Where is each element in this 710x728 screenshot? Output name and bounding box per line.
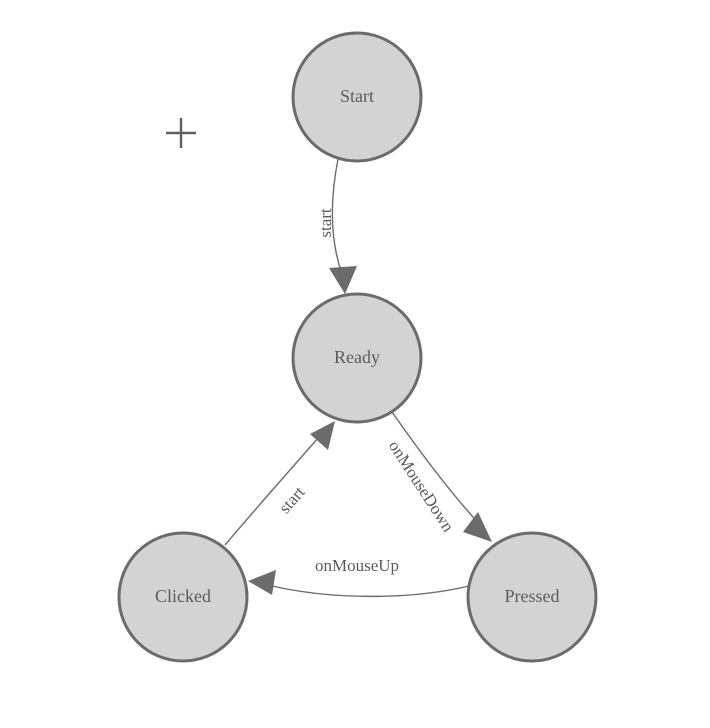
arrowhead-start-to-ready xyxy=(329,266,357,294)
arrowhead-pressed-to-clicked xyxy=(248,570,276,595)
edge-path-clicked-to-ready xyxy=(224,436,320,546)
arrowhead-clicked-to-ready xyxy=(310,421,335,450)
edge-ready-to-pressed[interactable]: onMouseDown xyxy=(385,411,492,542)
node-clicked[interactable]: Clicked xyxy=(117,531,249,663)
node-pressed[interactable]: Pressed xyxy=(466,531,598,663)
edge-clicked-to-ready[interactable]: start xyxy=(224,421,335,546)
node-start[interactable]: Start xyxy=(291,31,423,163)
edge-label-clicked-to-ready: start xyxy=(275,482,309,517)
edge-label-pressed-to-clicked: onMouseUp xyxy=(315,556,399,575)
node-ready[interactable]: Ready xyxy=(291,292,423,424)
node-pressed-circle xyxy=(466,531,598,663)
node-ready-circle xyxy=(291,292,423,424)
edge-pressed-to-clicked[interactable]: onMouseUp xyxy=(248,556,470,598)
node-start-circle xyxy=(291,31,423,163)
edge-path-start-to-ready xyxy=(331,158,343,275)
arrowhead-ready-to-pressed xyxy=(463,512,492,542)
edge-start-to-ready[interactable]: start xyxy=(316,158,357,294)
crosshair-icon[interactable] xyxy=(166,118,196,148)
node-clicked-circle xyxy=(117,531,249,663)
edge-path-ready-to-pressed xyxy=(391,411,484,529)
edge-path-pressed-to-clicked xyxy=(267,584,470,598)
